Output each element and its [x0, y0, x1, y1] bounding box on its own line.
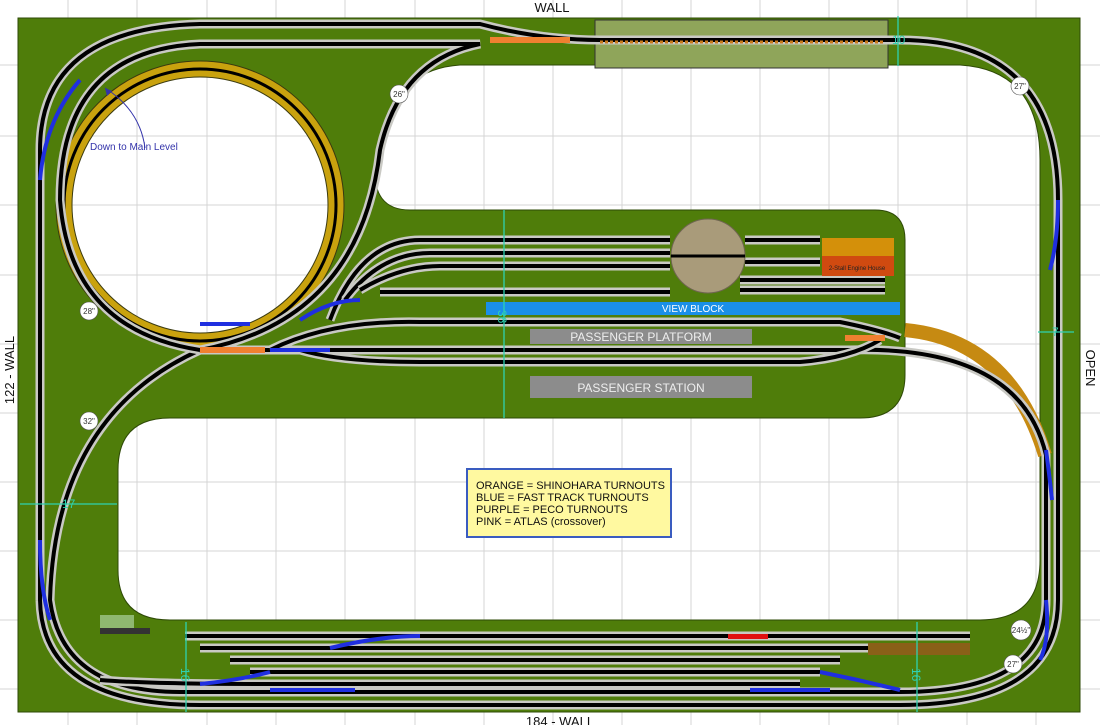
legend-item: PINK = ATLAS (crossover) — [476, 516, 606, 528]
svg-text:24½": 24½" — [1012, 626, 1031, 635]
legend-item: PURPLE = PECO TURNOUTS — [476, 504, 628, 516]
dim-left: 17 — [62, 497, 76, 511]
dimensions: 10 17 36 7 16 16 — [20, 16, 1074, 712]
passenger-platform-label: PASSENGER PLATFORM — [570, 330, 712, 344]
crossover — [728, 634, 768, 639]
helix-ramp — [904, 323, 1052, 458]
siding-structure — [868, 643, 970, 655]
dim-top: 10 — [892, 33, 906, 47]
wall-left-label: 122 - WALL — [2, 336, 17, 404]
dim-bottom-left: 16 — [178, 668, 192, 682]
svg-text:27": 27" — [1007, 660, 1019, 669]
engine-house-roof — [822, 238, 894, 256]
passenger-platform — [530, 329, 752, 344]
radius-label: 27" — [1010, 76, 1030, 96]
dim-center: 36 — [495, 310, 509, 324]
radius-label: 26" — [389, 84, 409, 104]
radius-label: 24½" — [1010, 619, 1032, 641]
small-building — [100, 615, 134, 629]
wall-right-label: OPEN — [1083, 350, 1098, 387]
radius-label: 27" — [1003, 654, 1023, 674]
engine-house-label: 2-Stall Engine House — [829, 266, 886, 272]
svg-text:26": 26" — [393, 90, 405, 99]
radius-label: 28" — [79, 301, 99, 321]
legend-item: ORANGE = SHINOHARA TURNOUTS — [476, 480, 665, 492]
helix-note: Down to Main Level — [90, 142, 178, 153]
legend: ORANGE = SHINOHARA TURNOUTS BLUE = FAST … — [466, 468, 672, 538]
engine-house — [822, 256, 894, 276]
wall-bottom-label: 184 - WALL — [526, 714, 594, 725]
legend-item: BLUE = FAST TRACK TURNOUTS — [476, 492, 649, 504]
passenger-station — [530, 376, 752, 398]
dim-bottom-right: 16 — [909, 668, 923, 682]
svg-text:28": 28" — [83, 307, 95, 316]
svg-text:32": 32" — [83, 417, 95, 426]
dim-right: 7 — [1052, 325, 1059, 339]
wall-top-label: WALL — [535, 0, 570, 15]
view-block-label: VIEW BLOCK — [662, 304, 725, 315]
view-block — [486, 302, 900, 315]
svg-text:27": 27" — [1014, 82, 1026, 91]
radius-labels: 26" 27" 28" 32" 24½" 27" — [79, 76, 1032, 674]
radius-label: 32" — [79, 411, 99, 431]
passenger-station-label: PASSENGER STATION — [577, 381, 704, 395]
tracks — [35, 19, 1063, 710]
